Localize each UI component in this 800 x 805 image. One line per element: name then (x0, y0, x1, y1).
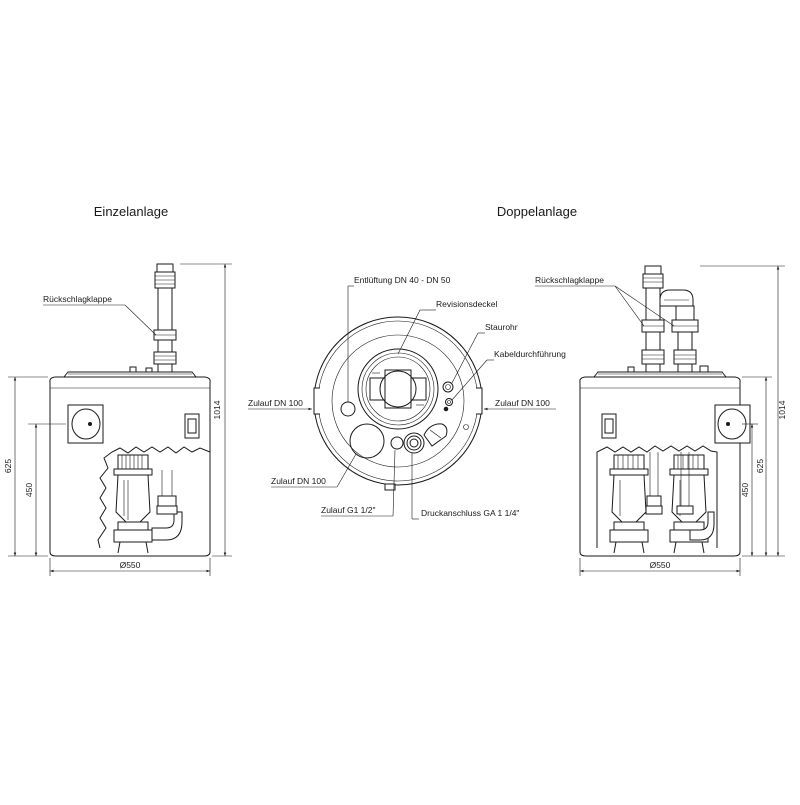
pitot-tube (442, 381, 454, 393)
title-double: Doppelanlage (497, 204, 577, 219)
label-inspection-cover: Revisionsdeckel (436, 299, 498, 309)
pump-double-left (609, 452, 663, 554)
tank-outline-top (313, 316, 483, 486)
inlet-g-opening (390, 436, 404, 450)
inlet-port-single (67, 404, 104, 444)
inspection-cover (357, 348, 439, 430)
dim-diameter-single: Ø550 (120, 560, 141, 570)
label-inlet-left: Zulauf DN 100 (248, 398, 303, 408)
tank-body (49, 376, 211, 557)
inlet-port-double-left (601, 413, 617, 439)
top-view: Entlüftung DN 40 - DN 50 Revisionsdeckel… (248, 275, 566, 520)
dim-height-625-double: 625 (755, 459, 765, 473)
label-inlet-g: Zulauf G1 1/2" (321, 505, 376, 515)
dim-height-total-double: 1014 (777, 400, 787, 419)
cable-gland (445, 398, 453, 406)
riser-pipe-double-right (659, 289, 699, 373)
cutaway-edge-double (596, 445, 718, 548)
vent-opening (340, 401, 356, 417)
double-unit-side-view: 1014 625 450 Ø550 Rückschlagklappe (535, 265, 787, 576)
dim-height-450-single: 450 (24, 483, 34, 497)
label-inlet-right: Zulauf DN 100 (495, 398, 550, 408)
tank-body-double (579, 376, 741, 557)
dim-diameter-double: Ø550 (650, 560, 671, 570)
label-check-valve-double: Rückschlagklappe (535, 275, 604, 285)
dim-height-450-double: 450 (740, 483, 750, 497)
single-unit-side-view: 1014 625 450 Ø550 Rückschlagklappe (3, 263, 232, 576)
cutaway-edge (97, 446, 211, 549)
label-pitot-tube: Staurohr (485, 322, 518, 332)
label-vent: Entlüftung DN 40 - DN 50 (354, 275, 451, 285)
label-check-valve-single: Rückschlagklappe (43, 294, 112, 304)
riser-pipe-single (153, 263, 177, 373)
pump-single (113, 454, 183, 554)
pressure-connection (403, 423, 448, 454)
inlet-dn100-opening (349, 423, 385, 459)
title-single: Einzelanlage (94, 204, 168, 219)
pump-double-right (669, 452, 715, 554)
label-inlet-bottom: Zulauf DN 100 (271, 476, 326, 486)
dim-height-625-single: 625 (3, 459, 13, 473)
lid-screw (129, 366, 137, 373)
label-pressure-connection: Druckanschluss GA 1 1/4" (421, 508, 519, 518)
dim-height-total-single: 1014 (212, 400, 222, 419)
label-cable-entry: Kabeldurchführung (494, 349, 566, 359)
riser-pipe-double-left (641, 265, 665, 373)
